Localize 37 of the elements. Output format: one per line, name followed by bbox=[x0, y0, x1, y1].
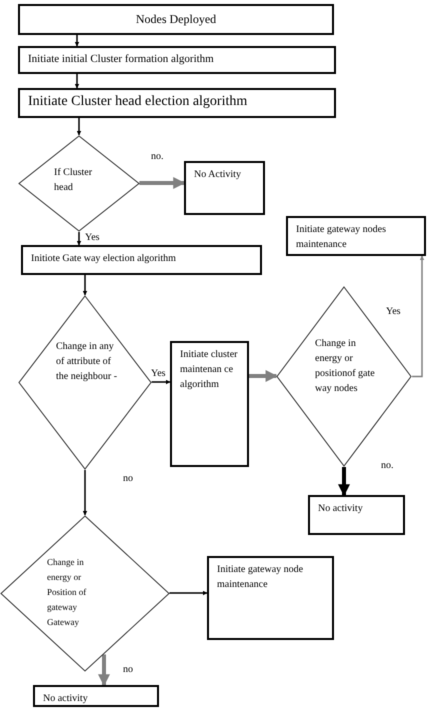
process-box bbox=[170, 341, 249, 467]
process-box bbox=[21, 245, 262, 275]
process-text: No Activity bbox=[194, 168, 242, 182]
arrow bbox=[98, 654, 110, 686]
arrow bbox=[139, 177, 186, 189]
decision-text: Change in energy or Position of gateway Gateway bbox=[47, 556, 88, 629]
process-text: Initiote Gate way election algorithm bbox=[31, 252, 177, 266]
decision-text: Change in energy or positionof gate way nodes bbox=[315, 337, 376, 396]
arrow bbox=[82, 275, 88, 296]
process-text: No activity bbox=[43, 692, 89, 706]
process-box bbox=[33, 685, 159, 707]
arrow bbox=[152, 380, 170, 384]
process-box bbox=[18, 46, 336, 74]
process-text: Nodes Deployed bbox=[136, 12, 216, 27]
process-text: Initiate gateway nodes maintenance bbox=[296, 223, 387, 252]
process-text: Initiate cluster maintenan ce algorithm bbox=[180, 348, 238, 392]
arrow bbox=[249, 370, 278, 382]
process-text: Initiate Cluster head election algorithm bbox=[28, 94, 248, 109]
process-box bbox=[308, 495, 405, 535]
process-box bbox=[286, 216, 426, 256]
arrow bbox=[338, 467, 350, 496]
process-box bbox=[207, 556, 334, 640]
arrow bbox=[82, 470, 88, 516]
arrow bbox=[76, 232, 82, 246]
process-text: Initiate initial Cluster formation algorithm bbox=[28, 52, 215, 67]
arrow bbox=[74, 74, 80, 88]
process-box bbox=[18, 4, 334, 35]
process-text: No activity bbox=[318, 502, 364, 516]
process-text: Initiate gateway node maintenance bbox=[217, 563, 304, 592]
process-box bbox=[184, 161, 265, 215]
arrow bbox=[74, 35, 80, 46]
arrow bbox=[169, 590, 208, 596]
process-box bbox=[18, 88, 336, 118]
arrow bbox=[76, 118, 82, 136]
decision-text: If Cluster head bbox=[54, 166, 94, 195]
decision-text: Change in any of attribute of the neighbour - bbox=[56, 340, 118, 384]
arrow bbox=[412, 256, 424, 378]
